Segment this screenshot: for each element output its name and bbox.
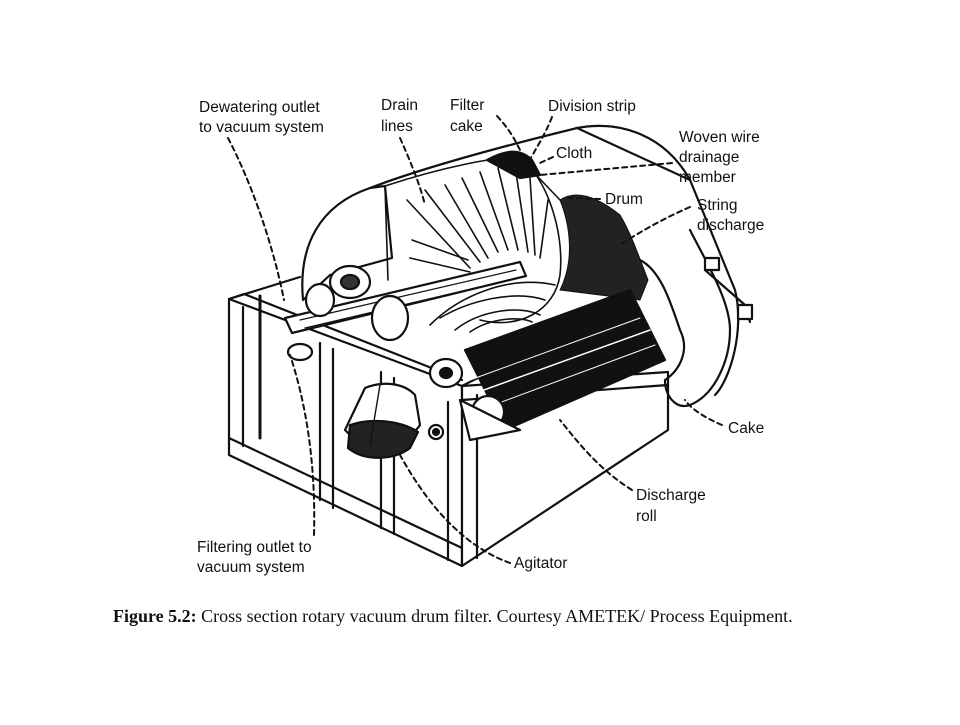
label-division-strip: Division strip <box>548 98 636 115</box>
label-string-discharge-line1: String <box>697 197 738 214</box>
drum-shell <box>368 124 740 397</box>
drum-end-plate <box>301 184 394 302</box>
drum-shaft <box>283 260 528 362</box>
leader-woven-wire <box>539 162 673 176</box>
drum-interior <box>384 156 562 333</box>
label-dewatering-outlet: Dewatering outlet to vacuum system <box>199 99 324 136</box>
label-discharge-roll-line1: Discharge <box>636 487 706 504</box>
label-woven-wire-line3: member <box>679 169 736 186</box>
label-dewatering-outlet-line2: to vacuum system <box>199 119 324 136</box>
leader-cloth <box>539 156 554 164</box>
leader-filtering-outlet <box>289 354 316 536</box>
leader-drum <box>567 197 601 200</box>
label-drain-lines-line2: lines <box>381 118 413 135</box>
leader-discharge-roll <box>559 419 633 491</box>
label-discharge-roll-line2: roll <box>636 508 657 525</box>
figure-caption: Figure 5.2: Cross section rotary vacuum … <box>113 604 873 629</box>
leader-cake <box>684 399 723 426</box>
string-discharge-bracket <box>703 256 754 324</box>
label-agitator: Agitator <box>514 555 567 572</box>
figure-label: Figure 5.2: <box>113 606 197 626</box>
label-drain-lines: Drain lines <box>381 97 418 135</box>
leader-string-discharge <box>619 206 691 246</box>
label-filtering-outlet: Filtering outlet to vacuum system <box>197 539 312 576</box>
label-filtering-outlet-line2: vacuum system <box>197 559 305 576</box>
leader-drain-lines <box>399 137 426 206</box>
leader-filter-cake <box>496 115 521 151</box>
leader-dewatering-outlet <box>227 137 285 301</box>
filter-cake-band <box>485 150 542 180</box>
label-filter-cake-line1: Filter <box>450 97 484 114</box>
falling-cake <box>638 228 732 408</box>
label-woven-wire-line2: drainage <box>679 149 739 166</box>
label-drain-lines-line1: Drain <box>381 97 418 114</box>
label-cloth: Cloth <box>556 145 592 162</box>
label-string-discharge-line2: discharge <box>697 217 764 234</box>
drum-cake-layer <box>559 194 649 301</box>
discharge-roll <box>428 288 667 442</box>
leader-division-strip <box>527 116 553 164</box>
label-filtering-outlet-line1: Filtering outlet to <box>197 539 312 556</box>
leader-agitator <box>399 454 511 564</box>
label-woven-wire-line1: Woven wire <box>679 129 760 146</box>
label-string-discharge: String discharge <box>697 197 764 234</box>
label-woven-wire: Woven wire drainage member <box>679 129 760 186</box>
label-dewatering-outlet-line1: Dewatering outlet <box>199 99 320 116</box>
label-cake: Cake <box>728 420 764 437</box>
figure-caption-text: Cross section rotary vacuum drum filter.… <box>201 606 793 626</box>
label-filter-cake: Filter cake <box>450 97 484 135</box>
label-discharge-roll: Discharge roll <box>636 487 706 525</box>
label-drum: Drum <box>605 191 643 208</box>
label-filter-cake-line2: cake <box>450 118 483 135</box>
agitator <box>343 382 445 459</box>
